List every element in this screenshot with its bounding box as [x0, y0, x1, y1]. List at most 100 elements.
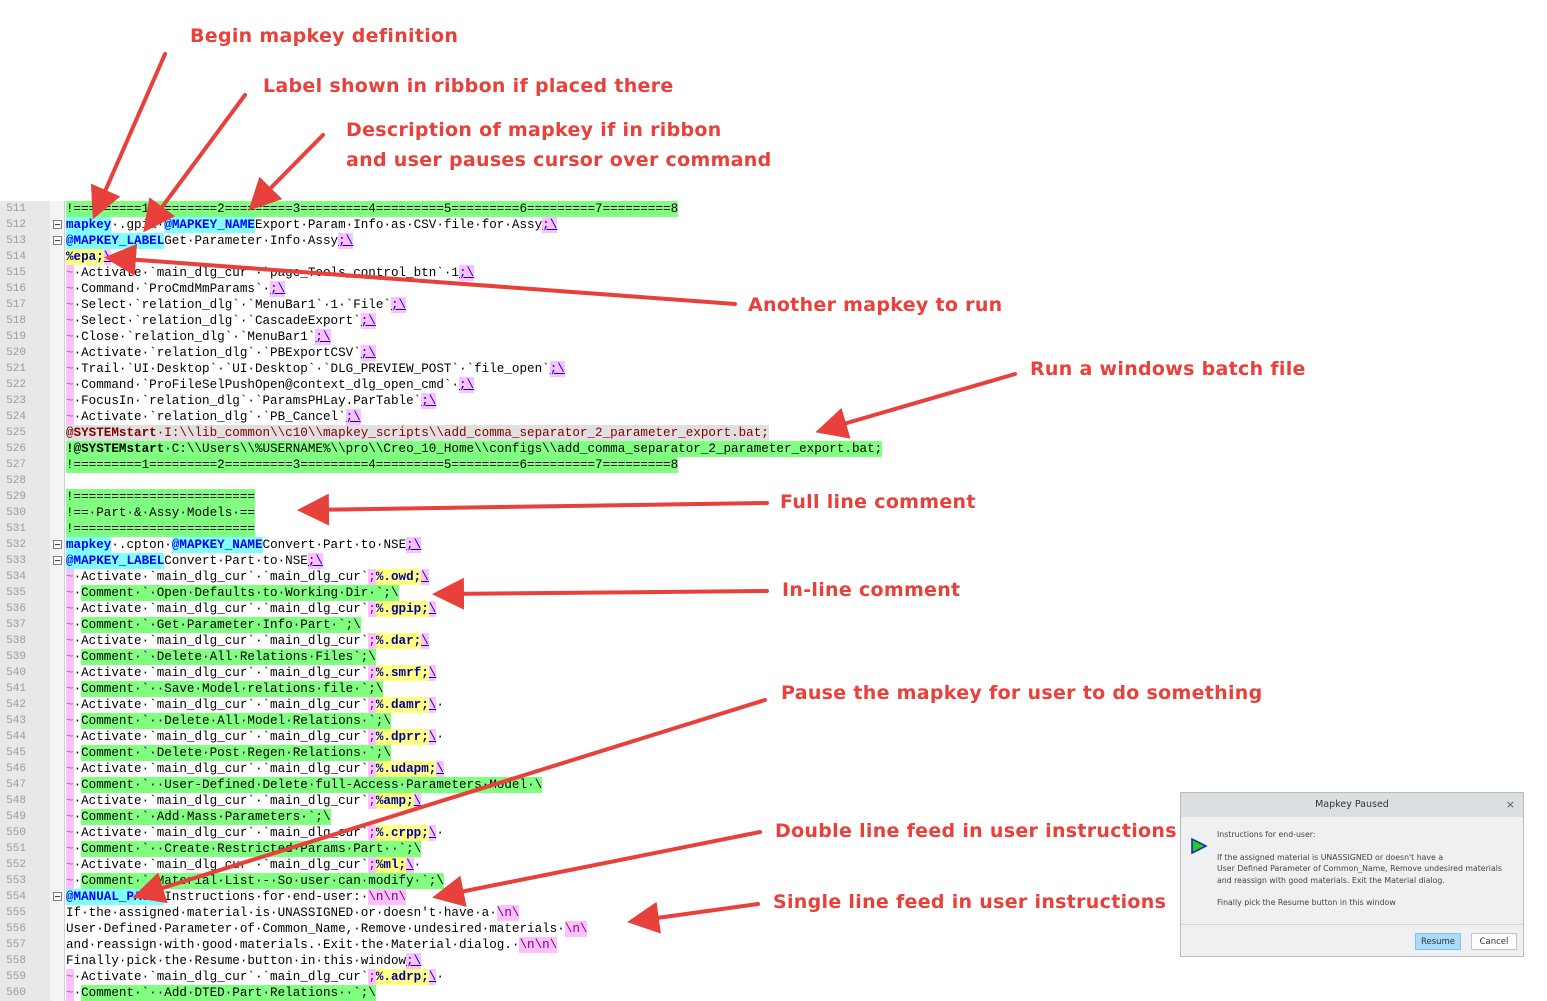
code-line[interactable]: 539 ~·Comment·`·Delete·All·Relations·Fil… — [0, 649, 1547, 665]
line-number: 512 — [6, 219, 26, 231]
mapkey-call: %epa; — [66, 249, 104, 265]
code-line[interactable]: 520 ~·Activate·`relation_dlg`·`PBExportC… — [0, 345, 1547, 361]
tilde-marker: ~ — [66, 617, 74, 633]
resume-button[interactable]: Resume — [1415, 933, 1461, 950]
code-line[interactable]: 542 ~·Activate·`main_dlg_cur`·`main_dlg_… — [0, 697, 1547, 713]
code-line[interactable]: 556 User·Defined·Parameter·of·Common_Nam… — [0, 921, 1547, 937]
code-line[interactable]: 533 @MAPKEY_LABELConvert·Part·to·NSE;\ — [0, 553, 1547, 569]
semicolon: ; — [368, 857, 376, 873]
fold-collapse-icon[interactable] — [53, 892, 62, 901]
line-number: 537 — [6, 619, 26, 631]
line-number: 521 — [6, 363, 26, 375]
mapkey-sequence: ·.cpton· — [111, 538, 172, 552]
code-line[interactable]: 560 ~·Comment·`··Add·DTED·Part·Relations… — [0, 985, 1547, 1001]
code-line[interactable]: 534 ~·Activate·`main_dlg_cur`·`main_dlg_… — [0, 569, 1547, 585]
tilde-marker: ~ — [66, 649, 74, 665]
code-line[interactable]: 523 ~·FocusIn·`relation_dlg`·`ParamsPHLa… — [0, 393, 1547, 409]
fold-collapse-icon[interactable] — [53, 236, 62, 245]
code-line[interactable]: 546 ~·Activate·`main_dlg_cur`·`main_dlg_… — [0, 761, 1547, 777]
code-line[interactable]: 518 ~·Select·`relation_dlg`·`CascadeExpo… — [0, 313, 1547, 329]
command-text: ·Activate·`relation_dlg`·`PB_Cancel` — [73, 410, 346, 424]
code-line[interactable]: 530 !==·Part·&·Assy·Models·== — [0, 505, 1547, 521]
tilde-marker: ~ — [66, 697, 74, 713]
instructions-line-1: If the assigned material is UNASSIGNED o… — [1217, 852, 1444, 862]
code-line[interactable]: 538 ~·Activate·`main_dlg_cur`·`main_dlg_… — [0, 633, 1547, 649]
line-number: 530 — [6, 507, 26, 519]
code-line[interactable]: 512 mapkey·.gpia·@MAPKEY_NAMEExport·Para… — [0, 217, 1547, 233]
code-line[interactable]: 536 ~·Activate·`main_dlg_cur`·`main_dlg_… — [0, 601, 1547, 617]
code-line[interactable]: 557 and·reassign·with·good·materials.·Ex… — [0, 937, 1547, 953]
code-line[interactable]: 524 ~·Activate·`relation_dlg`·`PB_Cancel… — [0, 409, 1547, 425]
line-number: 518 — [6, 315, 26, 327]
fold-collapse-icon[interactable] — [53, 556, 62, 565]
tilde-marker: ~ — [66, 585, 74, 601]
inline-comment: Comment·`·Get·Parameter·Info·Part·`;\ — [81, 617, 361, 633]
code-line[interactable]: 558 Finally·pick·the·Resume·button·in·th… — [0, 953, 1547, 969]
line-continuation: \ — [103, 249, 112, 265]
pause-text: User·Defined·Parameter·of·Common_Name,·R… — [66, 922, 565, 936]
trailing-space: · — [436, 826, 444, 840]
code-line[interactable]: 531 !======================== — [0, 521, 1547, 537]
fold-collapse-icon[interactable] — [53, 540, 62, 549]
code-line[interactable]: 526 !@SYSTEMstart·C:\\Users\\%USERNAME%\… — [0, 441, 1547, 457]
line-number: 519 — [6, 331, 26, 343]
command-text: ·Activate·`main_dlg_cur`·`main_dlg_cur` — [73, 666, 369, 680]
code-line[interactable]: 513 @MAPKEY_LABELGet·Parameter·Info·Assy… — [0, 233, 1547, 249]
line-number: 545 — [6, 747, 26, 759]
close-icon[interactable]: × — [1505, 798, 1515, 811]
line-number: 538 — [6, 635, 26, 647]
dialog-titlebar[interactable]: Mapkey Paused × — [1181, 793, 1523, 817]
inline-comment: Comment·`··Create·Restricted·Params·Part… — [81, 841, 422, 857]
ruler-comment: !=========1=========2=========3=========… — [66, 457, 679, 473]
code-line[interactable]: 529 !======================== — [0, 489, 1547, 505]
code-line[interactable]: 544 ~·Activate·`main_dlg_cur`·`main_dlg_… — [0, 729, 1547, 745]
code-line[interactable]: 522 ~·Command·`ProFileSelPushOpen@contex… — [0, 377, 1547, 393]
code-line[interactable]: 511 !=========1=========2=========3=====… — [0, 201, 1547, 217]
line-number: 535 — [6, 587, 26, 599]
fold-collapse-icon[interactable] — [53, 220, 62, 229]
code-line[interactable]: 535 ~·Comment·`·Open·Defaults·to·Working… — [0, 585, 1547, 601]
line-number: 515 — [6, 267, 26, 279]
mapkey-call: %.smrf; — [375, 665, 429, 681]
tilde-marker: ~ — [66, 329, 74, 345]
mapkey-label-text: Get·Parameter·Info·Assy — [164, 234, 339, 248]
annotation-single-lf: Single line feed in user instructions — [773, 891, 1167, 913]
space: · — [73, 842, 82, 856]
double-line-feed: \n\n\ — [368, 889, 407, 905]
code-line[interactable]: 555 If·the·assigned·material·is·UNASSIGN… — [0, 905, 1547, 921]
line-number: 524 — [6, 411, 26, 423]
semicolon: ; — [368, 729, 376, 745]
code-line-current[interactable]: 525 @SYSTEMstart·I:\\lib_common\\c10\\ma… — [0, 425, 1547, 441]
code-line[interactable]: 521 ~·Trail·`UI·Desktop`·`UI·Desktop`·`D… — [0, 361, 1547, 377]
dialog-separator — [1181, 924, 1523, 925]
code-line[interactable]: 559 ~·Activate·`main_dlg_cur`·`main_dlg_… — [0, 969, 1547, 985]
cancel-button[interactable]: Cancel — [1471, 933, 1517, 950]
code-line[interactable]: 547 ~·Comment·`··User-Defined·Delete·ful… — [0, 777, 1547, 793]
code-line[interactable]: 541 ~·Comment·`··Save·Model·relations·fi… — [0, 681, 1547, 697]
space: · — [73, 746, 82, 760]
line-number: 558 — [6, 955, 26, 967]
tilde-marker: ~ — [66, 809, 74, 825]
code-line[interactable]: 540 ~·Activate·`main_dlg_cur`·`main_dlg_… — [0, 665, 1547, 681]
tilde-marker: ~ — [66, 633, 74, 649]
code-line[interactable]: 515 ~·Activate·`main_dlg_cur`·`page_Tool… — [0, 265, 1547, 281]
code-line[interactable]: 545 ~·Comment·`·Delete·Post·Regen·Relati… — [0, 745, 1547, 761]
mapkey-keyword: mapkey — [66, 537, 112, 553]
code-line[interactable]: 527 !=========1=========2=========3=====… — [0, 457, 1547, 473]
annotation-full-line-comment: Full line comment — [780, 491, 976, 513]
code-line[interactable]: 537 ~·Comment·`·Get·Parameter·Info·Part·… — [0, 617, 1547, 633]
code-line[interactable]: 528 — [0, 473, 1547, 489]
code-line[interactable]: 532 mapkey·.cpton·@MAPKEY_NAMEConvert·Pa… — [0, 537, 1547, 553]
command-text: ·Activate·`main_dlg_cur`·`main_dlg_cur` — [73, 970, 369, 984]
tilde-marker: ~ — [66, 665, 74, 681]
tilde-marker: ~ — [66, 361, 74, 377]
tilde-marker: ~ — [66, 297, 74, 313]
mapkey-call: %.adrp; — [375, 969, 429, 985]
system-path: ·I:\\lib_common\\c10\\mapkey_scripts\\ad… — [156, 426, 769, 440]
code-line[interactable]: 519 ~·Close·`relation_dlg`·`MenuBar1`;\ — [0, 329, 1547, 345]
semicolon: ; — [368, 601, 376, 617]
space: · — [73, 778, 82, 792]
code-line[interactable]: 514 %epa;\ — [0, 249, 1547, 265]
code-line[interactable]: 543 ~·Comment·`··Delete·All·Model·Relati… — [0, 713, 1547, 729]
line-continuation: ;\ — [338, 233, 354, 249]
